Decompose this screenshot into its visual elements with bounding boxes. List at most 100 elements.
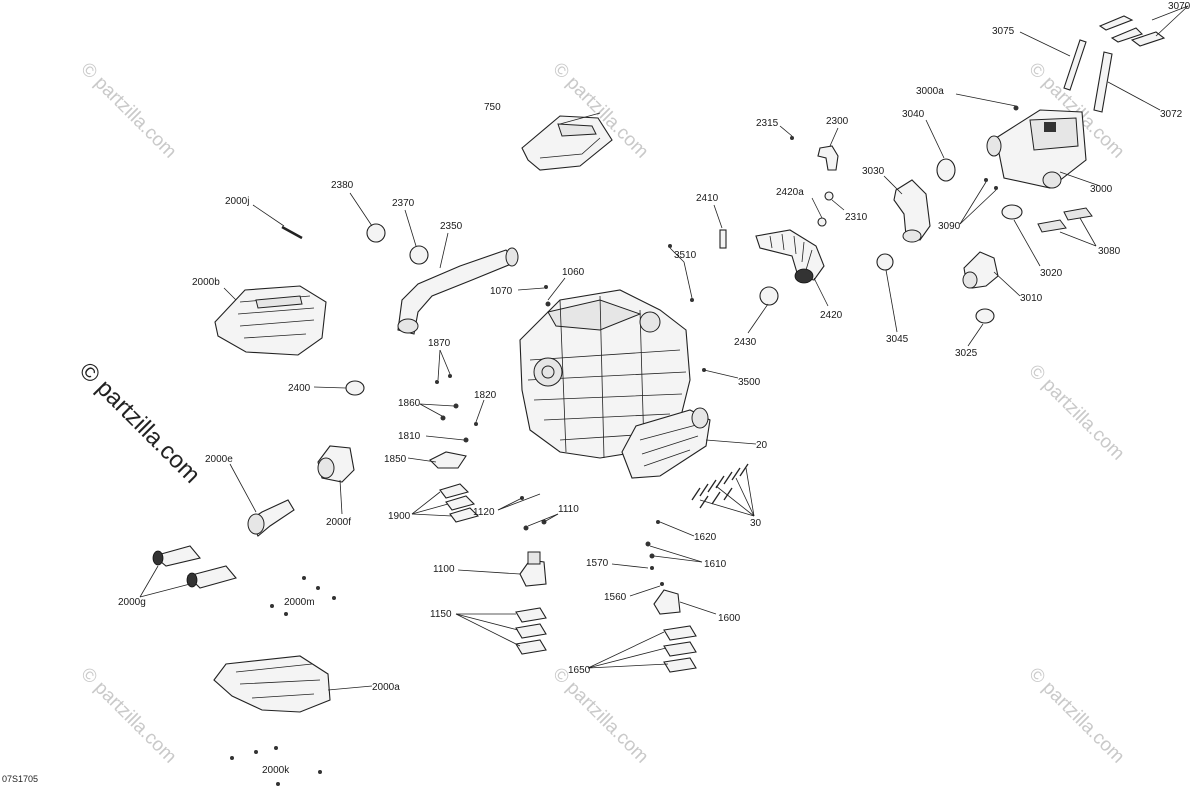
label-3025: 3025 <box>955 348 978 359</box>
label-3500: 3500 <box>738 377 761 388</box>
label-3000a: 3000a <box>916 86 944 97</box>
label-2000g: 2000g <box>118 597 146 608</box>
watermark-main: © partzilla.com <box>74 357 206 489</box>
label-1600: 1600 <box>718 613 741 624</box>
part-2430-clamp <box>759 286 779 306</box>
label-3090: 3090 <box>938 221 961 232</box>
label-2400: 2400 <box>288 383 311 394</box>
label-1650: 1650 <box>568 665 591 676</box>
label-3080: 3080 <box>1098 246 1121 257</box>
label-2000m: 2000m <box>284 597 315 608</box>
label-1610: 1610 <box>704 559 727 570</box>
label-1060: 1060 <box>562 267 585 278</box>
label-2420: 2420 <box>820 310 843 321</box>
part-1850-plate <box>429 451 467 469</box>
part-3030-elbow <box>893 179 931 243</box>
part-3070-clips <box>1098 15 1166 47</box>
part-750-engine-cover <box>521 115 613 171</box>
label-3030: 3030 <box>862 166 885 177</box>
label-2300: 2300 <box>826 116 849 127</box>
part-2400-clamp <box>345 380 365 396</box>
part-2000b-manifold-cover <box>214 285 327 356</box>
part-3040-clamp <box>936 158 956 182</box>
leader-lines <box>139 5 1189 691</box>
label-3072: 3072 <box>1160 109 1183 120</box>
part-2000f-boot <box>317 445 355 483</box>
label-3070: 3070 <box>1168 1 1191 12</box>
label-2000a: 2000a <box>372 682 400 693</box>
label-2430: 2430 <box>734 337 757 348</box>
part-2000e-tube <box>247 499 295 537</box>
part-2410-bracket <box>719 229 727 249</box>
label-1810: 1810 <box>398 431 421 442</box>
label-3510: 3510 <box>674 250 697 261</box>
part-3072-strap <box>1093 51 1113 113</box>
part-3080-pads <box>1037 207 1093 233</box>
part-1150-brackets <box>515 607 547 655</box>
label-1850: 1850 <box>384 454 407 465</box>
part-3000-intercooler <box>986 109 1087 189</box>
callout-labels: 3070 3075 3072 3000a 3040 3000 3030 3090… <box>118 1 1191 776</box>
part-20-exhaust-manifold <box>621 407 711 479</box>
label-2000k: 2000k <box>262 765 290 776</box>
label-3075: 3075 <box>992 26 1015 37</box>
watermark: © partzilla.com <box>76 59 180 163</box>
label-1100: 1100 <box>433 564 455 575</box>
reference-code: 07S1705 <box>2 774 39 784</box>
part-1900-brackets <box>439 483 480 523</box>
label-1150: 1150 <box>430 609 452 620</box>
part-2000a-oil-pan <box>213 655 331 713</box>
label-1860: 1860 <box>398 398 421 409</box>
label-2370: 2370 <box>392 198 415 209</box>
part-2000g-boots <box>152 545 237 589</box>
label-3040: 3040 <box>902 109 925 120</box>
watermark: © partzilla.com <box>548 664 652 768</box>
part-2370-ring <box>409 245 429 265</box>
label-3010: 3010 <box>1020 293 1043 304</box>
label-1560: 1560 <box>604 592 627 603</box>
label-20: 20 <box>756 440 768 451</box>
label-2310: 2310 <box>845 212 868 223</box>
part-2350-intake-tube <box>397 247 519 335</box>
label-3000: 3000 <box>1090 184 1113 195</box>
label-1620: 1620 <box>694 532 717 543</box>
part-3020-clamp <box>1001 204 1023 220</box>
watermark: © partzilla.com <box>1024 664 1128 768</box>
label-2420a: 2420a <box>776 187 804 198</box>
label-3045: 3045 <box>886 334 909 345</box>
label-2000j: 2000j <box>225 196 249 207</box>
watermark: © partzilla.com <box>76 664 180 768</box>
part-2300-fitting <box>817 145 839 171</box>
label-1120: 1120 <box>473 507 495 518</box>
label-30: 30 <box>750 518 762 529</box>
label-1110: 1110 <box>558 504 579 515</box>
label-2350: 2350 <box>440 221 463 232</box>
part-3025-clamp <box>975 308 995 324</box>
label-750: 750 <box>484 102 501 113</box>
label-2410: 2410 <box>696 193 719 204</box>
label-1870: 1870 <box>428 338 451 349</box>
label-2380: 2380 <box>331 180 354 191</box>
label-1820: 1820 <box>474 390 497 401</box>
label-2000b: 2000b <box>192 277 220 288</box>
label-2000e: 2000e <box>205 454 233 465</box>
part-2420-hose <box>755 229 825 284</box>
part-1650-brackets <box>663 625 697 673</box>
part-3045-clamp <box>876 253 894 271</box>
part-1600-mount <box>653 589 681 615</box>
label-2000f: 2000f <box>326 517 351 528</box>
label-1070: 1070 <box>490 286 513 297</box>
label-1900: 1900 <box>388 511 411 522</box>
watermark: © partzilla.com <box>1024 361 1128 465</box>
part-2310-clip <box>824 191 834 201</box>
label-1570: 1570 <box>586 558 609 569</box>
label-2315: 2315 <box>756 118 779 129</box>
part-2000j-rod <box>281 225 303 240</box>
part-2420a-clamp <box>817 217 827 227</box>
part-30-bolts <box>691 463 749 509</box>
part-1100-mount <box>519 551 547 587</box>
label-3020: 3020 <box>1040 268 1063 279</box>
part-2380-ring <box>366 223 386 243</box>
part-3010-elbow <box>962 251 999 289</box>
